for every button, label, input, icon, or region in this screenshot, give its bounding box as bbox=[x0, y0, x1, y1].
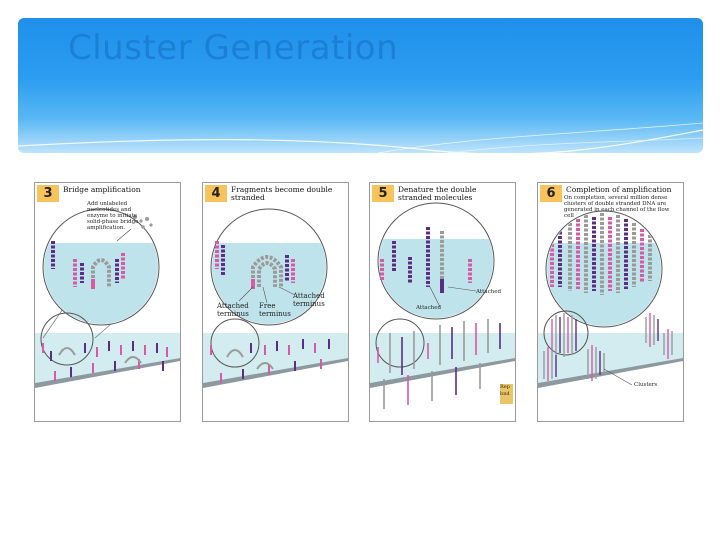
cluster bbox=[543, 313, 673, 381]
label-attached-terminus: Attached terminus bbox=[217, 302, 249, 318]
step-number-badge: 6 bbox=[540, 185, 562, 202]
panel-denature: 5 Denature the double stranded molecules… bbox=[369, 182, 516, 422]
label-attached-terminus: Attached terminus bbox=[293, 292, 325, 308]
cut-off-text-box: Rep bnd bbox=[500, 384, 513, 404]
dna-strand bbox=[215, 241, 295, 289]
step-title: Fragments become double stranded bbox=[231, 185, 333, 202]
step-number-badge: 3 bbox=[37, 185, 59, 202]
dna-strand bbox=[380, 227, 472, 293]
step-title: Bridge amplification bbox=[63, 185, 141, 194]
label-attached: Attached bbox=[476, 289, 501, 295]
step-number-badge: 4 bbox=[205, 185, 227, 202]
step-number-badge: 5 bbox=[372, 185, 394, 202]
step-note: On completion, several million dense clu… bbox=[564, 195, 670, 219]
panel-3-illustration bbox=[35, 208, 180, 388]
dense-cluster bbox=[550, 213, 652, 295]
step-title: Completion of amplification bbox=[566, 185, 672, 194]
header-swoosh-decoration bbox=[18, 122, 703, 153]
label-clusters: Clusters bbox=[634, 382, 658, 388]
label-attached: Attached bbox=[416, 305, 441, 311]
step-note: Add unlabeled nucleotides and enzyme to … bbox=[87, 201, 139, 231]
panel-double-stranded: 4 Fragments become double stranded Attac… bbox=[202, 182, 349, 422]
panel-completion: 6 Completion of amplification On complet… bbox=[537, 182, 684, 422]
panel-4-illustration bbox=[203, 208, 348, 388]
panel-5-illustration bbox=[370, 202, 515, 409]
slide-title: Cluster Generation bbox=[68, 28, 399, 68]
label-free-terminus: Free terminus bbox=[259, 302, 291, 318]
panel-6-illustration bbox=[538, 210, 683, 388]
step-title: Denature the double stranded molecules bbox=[398, 185, 477, 202]
panel-bridge-amplification: 3 Bridge amplification Add unlabeled nuc… bbox=[34, 182, 181, 422]
dna-strand bbox=[51, 241, 125, 289]
header-band bbox=[18, 18, 703, 153]
